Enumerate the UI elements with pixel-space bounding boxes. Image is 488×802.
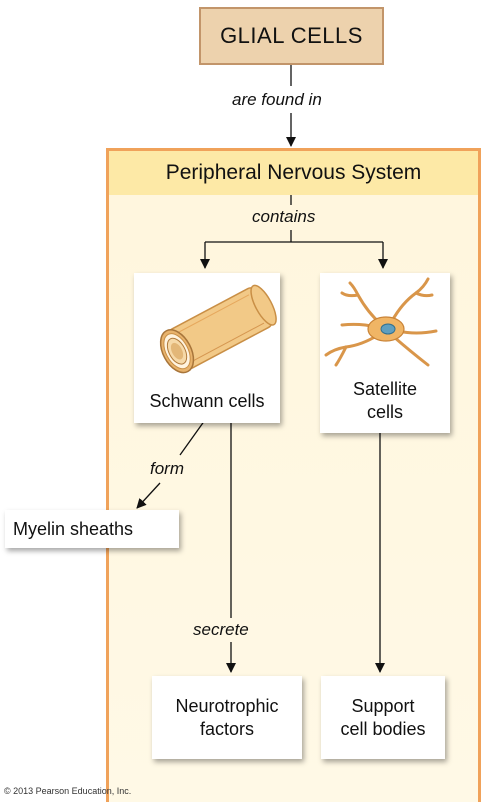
secrete-label: secrete (193, 620, 249, 639)
myelin-sheaths-label: Myelin sheaths (13, 518, 134, 539)
neurotrophic-factors-box: Neurotrophic factors (152, 676, 302, 759)
neurotrophic-line1: Neurotrophic (175, 695, 279, 716)
pns-header: Peripheral Nervous System (109, 151, 478, 195)
line-schwann-to-form (179, 419, 206, 456)
arrow-to-myelin (136, 482, 161, 509)
schwann-cells-label: Schwann cells (149, 391, 265, 411)
support-cell-bodies-box: Support cell bodies (321, 676, 445, 759)
glial-cells-title: GLIAL CELLS (199, 7, 384, 65)
satellite-cell-illustration (324, 277, 438, 367)
schwann-cell-illustration (159, 284, 277, 374)
satellite-label-line1: Satellite (352, 379, 418, 399)
neurotrophic-line2: factors (199, 718, 255, 739)
support-line2: cell bodies (340, 718, 426, 739)
contains-label: contains (252, 207, 316, 226)
glial-cells-title-text: GLIAL CELLS (220, 23, 363, 48)
myelin-sheaths-box: Myelin sheaths (5, 510, 179, 548)
found-in-label: are found in (230, 90, 324, 110)
schwann-cells-card: Schwann cells (134, 273, 280, 423)
pns-title: Peripheral Nervous System (165, 161, 422, 184)
form-label: form (150, 459, 184, 478)
satellite-cells-label: Satellite cells (320, 378, 450, 424)
support-line1: Support (351, 695, 415, 716)
satellite-cells-card: Satellite cells (320, 273, 450, 433)
copyright-notice: © 2013 Pearson Education, Inc. (4, 786, 132, 796)
satellite-label-line2: cells (366, 402, 403, 422)
